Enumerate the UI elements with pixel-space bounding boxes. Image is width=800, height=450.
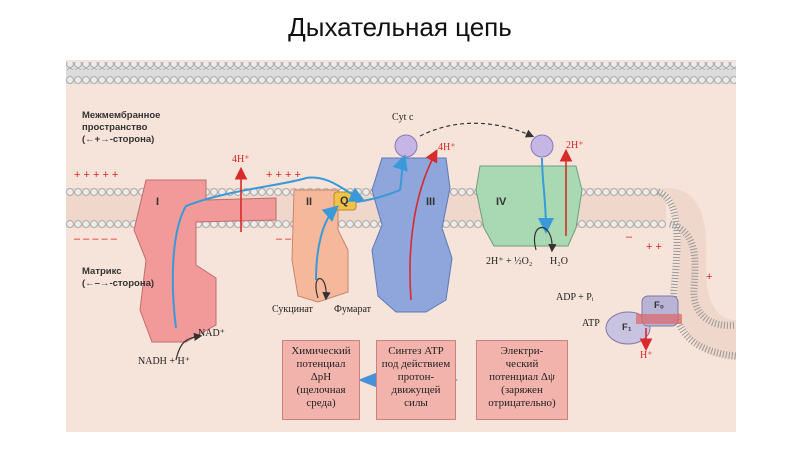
cyt-c-label: Cyt c: [392, 112, 414, 123]
svg-text:+: +: [706, 271, 712, 283]
box-left-line: (щелочная: [296, 384, 346, 396]
respiratory-chain-diagram: + + + + + + + + + + + + + + + – – – – – …: [66, 62, 736, 388]
page-title: Дыхательная цепь: [288, 12, 512, 42]
water-label: H₂O: [550, 256, 568, 267]
intermembrane-label-line2: пространство: [82, 122, 148, 133]
box-left-line: Химический: [291, 345, 351, 357]
complex-4: [475, 165, 583, 247]
box-right-line: Электри-: [500, 345, 544, 357]
q-label: Q: [340, 195, 349, 207]
intermembrane-label: Межмембранное пространство (←+→-сторона): [82, 110, 160, 146]
box-left-line: среда): [306, 397, 336, 409]
oxygen-label: 2H⁺ + ½O₂: [486, 256, 533, 267]
complex-1-label: I: [156, 196, 160, 208]
box-right-line: (заряжен: [501, 384, 543, 396]
matrix-label: Матрикс (←–→-сторона): [82, 266, 154, 290]
atp-synthase: [605, 295, 682, 345]
f1-label: F₁: [622, 322, 632, 333]
complex-2-label: II: [306, 196, 313, 208]
nad-label: NAD⁺: [198, 328, 225, 339]
svg-text:+ +: + +: [646, 241, 662, 253]
box-middle-line: протон-: [397, 371, 435, 383]
svg-text:+ + + + +: + + + + +: [74, 169, 118, 181]
svg-text:– – – – –: – – – – –: [74, 233, 118, 245]
box-right-line: отрицательно): [488, 397, 556, 409]
proton-label-atp: H⁺: [640, 350, 653, 361]
cyt-c-left: [394, 134, 418, 158]
box-middle-line: движущей: [391, 384, 441, 396]
svg-text:–: –: [626, 231, 633, 243]
fumarate-label: Фумарат: [334, 304, 372, 315]
succinate-reaction: [315, 278, 331, 301]
proton-arrow-complex3: [409, 149, 438, 301]
f0-label: F₀: [654, 300, 665, 311]
box-middle-line: Синтез ATP: [388, 345, 444, 357]
oxygen-reaction: [533, 226, 557, 253]
electric-potential-box: Электри- ческий потенциал Δψ (заряжен от…: [476, 340, 568, 420]
svg-text:+ + + +: + + + +: [266, 169, 301, 181]
outer-membrane: [66, 62, 736, 84]
nadh-label: NADH + H⁺: [138, 356, 191, 367]
electron-flow-arrow: [171, 176, 366, 329]
box-middle-line: силы: [404, 397, 428, 409]
intermembrane-label-line1: Межмембранное: [82, 110, 161, 121]
complex-4-label: IV: [496, 196, 507, 208]
box-left-line: ΔpH: [310, 371, 332, 383]
intermembrane-label-line3: (←+→-сторона): [82, 134, 155, 145]
adp-label: ADP + Pᵢ: [556, 292, 594, 303]
succinate-flow-arrow: [315, 205, 340, 281]
diagram-panel: + + + + + + + + + + + + + + + – – – – – …: [66, 60, 736, 432]
box-right-line: потенциал Δψ: [489, 371, 555, 383]
cyt-c-right: [530, 134, 554, 158]
cyt-c-transfer-arrow: [419, 122, 535, 138]
atp-synthesis-box: Синтез ATP под действием протон- движуще…: [376, 340, 456, 420]
box-left-line: потенциал: [296, 358, 346, 370]
proton-label-complex4: 2H⁺: [566, 140, 584, 151]
matrix-label-line2: (←–→-сторона): [82, 278, 155, 289]
succinate-label: Сукцинат: [272, 304, 313, 315]
matrix-label-line1: Матрикс: [82, 266, 122, 277]
nadh-reaction: [175, 332, 203, 361]
box-right-line: ческий: [505, 358, 539, 370]
atp-label: ATP: [582, 318, 600, 329]
q-to-complex3-arrow: [355, 154, 408, 203]
proton-label-complex3: 4H⁺: [438, 142, 456, 153]
chemical-potential-box: Химический потенциал ΔpH (щелочная среда…: [282, 340, 360, 420]
box-middle-line: под действием: [381, 358, 451, 370]
complex-3-label: III: [426, 196, 436, 208]
proton-label-complex1: 4H⁺: [232, 154, 250, 165]
complex4-electron-arrow: [537, 157, 554, 234]
